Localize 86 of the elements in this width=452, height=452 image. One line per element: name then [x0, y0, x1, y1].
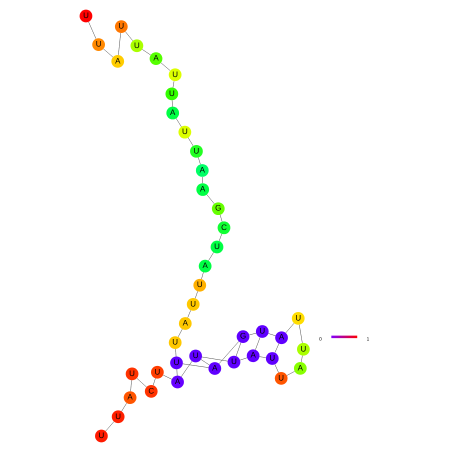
connector — [160, 62, 170, 71]
node-circle: A — [150, 52, 162, 65]
node-circle: C — [144, 385, 158, 398]
node-circle: G — [236, 330, 250, 343]
connector — [188, 310, 191, 318]
connector — [130, 380, 132, 392]
connector — [249, 332, 256, 336]
node-circle: U — [178, 126, 192, 139]
node-circle: C — [218, 221, 230, 234]
node-circle: U — [256, 325, 269, 338]
node-circle: U — [114, 20, 128, 34]
connector — [236, 342, 242, 356]
node-circle: A — [198, 260, 212, 272]
connector — [218, 234, 222, 242]
node-circle: A — [124, 391, 136, 404]
node-circle: A — [246, 349, 260, 362]
connector — [125, 32, 134, 42]
connector — [103, 48, 114, 58]
connector — [172, 80, 174, 88]
node-circle: U — [151, 366, 164, 379]
node-circle: A — [196, 183, 210, 196]
connector — [188, 137, 194, 146]
node-circle: U — [80, 10, 92, 22]
connector — [162, 374, 172, 380]
node-circle: U — [228, 356, 240, 369]
node-circle: U — [292, 312, 305, 325]
connector — [286, 371, 295, 376]
node-circle: U — [168, 68, 182, 82]
connector — [180, 360, 192, 377]
node-circle: U — [274, 372, 288, 385]
connector — [255, 337, 260, 350]
connector — [142, 49, 151, 56]
connector — [240, 358, 248, 360]
node-circle: A — [294, 362, 307, 375]
node-circle: U — [186, 298, 200, 311]
node-circle: U — [130, 39, 144, 52]
connector — [175, 348, 176, 357]
connector — [152, 378, 156, 386]
node-circle: A — [208, 362, 222, 375]
node-circle: A — [166, 106, 180, 120]
connector — [198, 157, 201, 165]
connector — [136, 378, 147, 388]
connector — [202, 176, 203, 184]
node-circle: U — [170, 356, 183, 370]
connector — [105, 421, 114, 432]
node-circle: A — [275, 331, 288, 344]
node-circle: U — [190, 144, 203, 158]
node-circle: U — [95, 430, 108, 442]
node-circle: U — [92, 38, 105, 51]
node-circle: U — [297, 342, 310, 356]
connector — [268, 333, 276, 336]
node-circle: U — [193, 278, 206, 292]
connector — [202, 356, 228, 362]
connector — [301, 355, 303, 362]
node-circle: U — [210, 240, 224, 254]
node-circle: U — [112, 410, 125, 424]
connector — [200, 359, 210, 366]
connector — [176, 369, 178, 376]
connector — [201, 272, 204, 280]
connector — [218, 341, 239, 364]
node-circle: U — [165, 88, 178, 100]
node-circle: U — [168, 336, 182, 349]
connector — [178, 328, 182, 338]
node-circle: A — [196, 164, 209, 177]
connector — [286, 323, 294, 334]
connector — [195, 291, 198, 298]
node-circle: A — [171, 376, 184, 388]
connector — [176, 118, 182, 127]
node-circle: U — [126, 368, 138, 380]
connector — [182, 364, 209, 368]
connector — [88, 22, 96, 39]
connector — [274, 343, 280, 353]
connector — [172, 100, 173, 107]
node-circle: A — [178, 317, 192, 330]
connector — [121, 402, 127, 412]
node-circle: U — [189, 350, 202, 362]
node-circle: G — [212, 202, 225, 216]
node-circle: U — [266, 352, 279, 365]
connector — [118, 32, 121, 56]
connector — [274, 364, 279, 373]
connector — [259, 356, 266, 358]
connector — [299, 324, 303, 344]
connector — [208, 252, 214, 261]
connector — [220, 214, 222, 222]
node-circle: A — [111, 54, 124, 68]
connector — [206, 194, 214, 204]
